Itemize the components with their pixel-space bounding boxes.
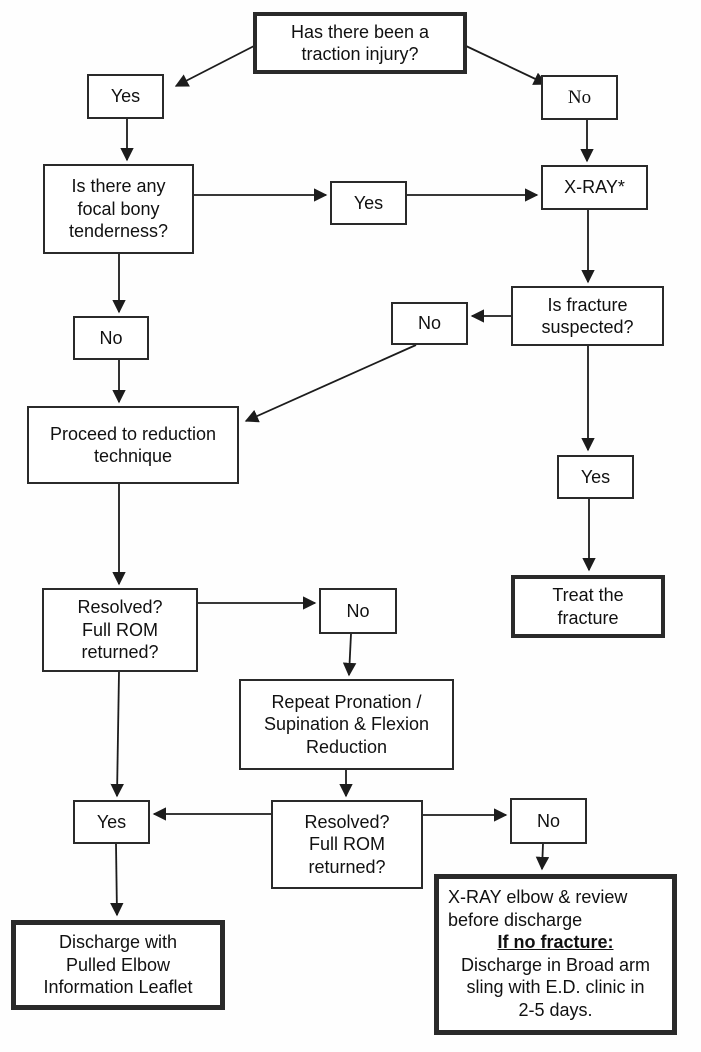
node-treat-fracture: Treat the fracture <box>511 575 665 638</box>
xray-review-action: Discharge in Broad arm sling with E.D. c… <box>460 954 651 1020</box>
node-no-tenderness: No <box>73 316 149 360</box>
node-yes-tenderness: Yes <box>330 181 407 225</box>
node-xray-review-discharge: X-RAY elbow & review before discharge If… <box>434 874 677 1035</box>
connector-traction-to-no-top <box>465 45 548 85</box>
node-no-traction: No <box>541 75 618 120</box>
node-no-resolved-second: No <box>510 798 587 844</box>
node-proceed-reduction-technique: Proceed to reduction technique <box>27 406 239 484</box>
connector-resolved1-to-yes-bottom <box>110 671 124 798</box>
connector-no-mid-to-repeat <box>342 633 357 677</box>
xray-review-condition: If no fracture: <box>497 932 614 952</box>
node-no-fracture-suspected: No <box>391 302 468 345</box>
node-no-resolved-first: No <box>319 588 397 634</box>
node-question-resolved-second: Resolved? Full ROM returned? <box>271 800 423 889</box>
node-yes-traction: Yes <box>87 74 164 119</box>
node-question-fracture-suspected: Is fracture suspected? <box>511 286 664 346</box>
node-yes-fracture-suspected: Yes <box>557 455 634 499</box>
xray-review-intro: X-RAY elbow & review before discharge <box>448 887 628 930</box>
node-repeat-reduction: Repeat Pronation / Supination & Flexion … <box>239 679 454 770</box>
node-question-focal-bony-tenderness: Is there any focal bony tenderness? <box>43 164 194 254</box>
node-discharge-leaflet: Discharge with Pulled Elbow Information … <box>11 920 225 1010</box>
node-xray: X-RAY* <box>541 165 648 210</box>
node-question-resolved-first: Resolved? Full ROM returned? <box>42 588 198 672</box>
connector-no-center-to-proceed <box>244 344 417 423</box>
connector-traction-to-yes-top <box>174 45 255 87</box>
node-question-traction-injury: Has there been a traction injury? <box>253 12 467 74</box>
connector-yes-bottom-to-discharge <box>110 843 124 917</box>
node-yes-resolved: Yes <box>73 800 150 844</box>
connector-no-bottom-to-xray-review <box>535 843 550 871</box>
